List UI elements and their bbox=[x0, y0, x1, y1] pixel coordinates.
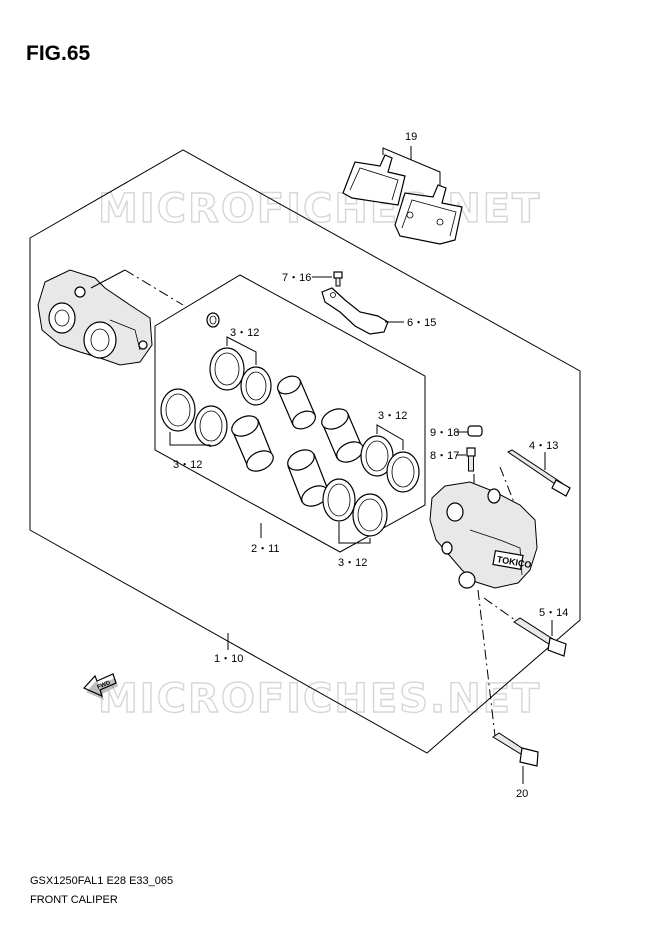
small-o-ring bbox=[206, 312, 220, 328]
pad-spring-plate bbox=[321, 287, 389, 335]
piston-kit-outline bbox=[154, 274, 426, 553]
callout-19: 19 bbox=[405, 131, 417, 143]
callout-4-13: 4・13 bbox=[529, 440, 558, 452]
plate-screw bbox=[333, 271, 343, 287]
mounting-bolt-upper bbox=[513, 617, 567, 657]
figure-code: GSX1250FAL1 E28 E33_065 bbox=[30, 875, 173, 887]
assembly-outline bbox=[29, 149, 581, 754]
piston-2 bbox=[231, 415, 274, 472]
piston-3 bbox=[321, 408, 364, 463]
seal-group-lower-left bbox=[160, 388, 228, 447]
seal-group-upper-right bbox=[360, 435, 420, 493]
watermark-top: MICROFICHES.NET bbox=[98, 186, 541, 232]
bleeder-screw bbox=[466, 447, 476, 472]
fwd-label: FWD bbox=[96, 680, 112, 691]
seal-group-lower-right bbox=[322, 478, 388, 537]
callout-3-12-upper-right: 3・12 bbox=[378, 410, 407, 422]
callout-5-14: 5・14 bbox=[539, 607, 568, 619]
callout-9-18: 9・18 bbox=[430, 427, 459, 439]
bleeder-cap bbox=[467, 425, 483, 437]
mounting-bolt-lower bbox=[492, 732, 539, 767]
piston-4 bbox=[287, 449, 329, 507]
piston-1 bbox=[277, 375, 316, 430]
callout-20: 20 bbox=[516, 788, 528, 800]
leader-outer-half bbox=[124, 269, 184, 306]
callout-1-10: 1・10 bbox=[214, 653, 243, 665]
callout-3-12-lower-right: 3・12 bbox=[338, 557, 367, 569]
brake-pads bbox=[342, 146, 463, 245]
callout-2-11: 2・11 bbox=[251, 543, 280, 555]
caliper-outer-half bbox=[37, 269, 153, 366]
callout-7-16: 7・16 bbox=[282, 272, 311, 284]
callout-6-15: 6・15 bbox=[407, 317, 436, 329]
figure-name: FRONT CALIPER bbox=[30, 894, 118, 906]
callout-8-17: 8・17 bbox=[430, 450, 459, 462]
caliper-inner-half: TOKICO bbox=[429, 481, 538, 589]
callout-3-12-upper-left: 3・12 bbox=[230, 327, 259, 339]
pad-pin bbox=[507, 449, 571, 497]
brake-pad-left bbox=[342, 154, 406, 206]
seal-group-upper-left bbox=[209, 347, 272, 406]
fwd-arrow-icon: FWD bbox=[82, 673, 118, 700]
watermark-bottom: MICROFICHES.NET bbox=[98, 676, 541, 722]
figure-title: FIG.65 bbox=[26, 42, 91, 65]
callout-3-12-lower-left: 3・12 bbox=[173, 459, 202, 471]
